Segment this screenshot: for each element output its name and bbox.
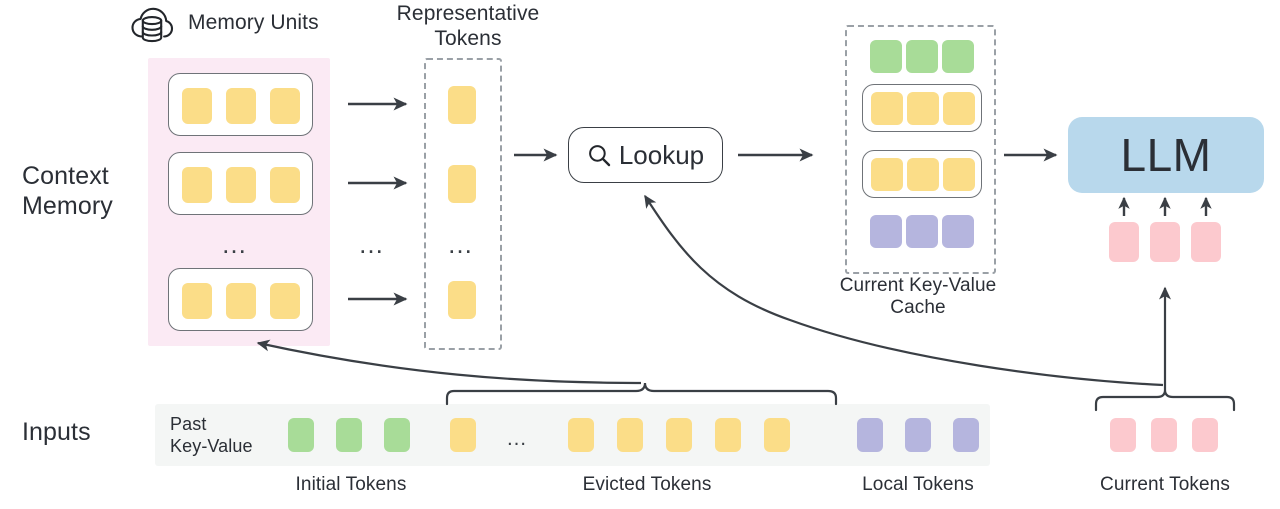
input-token-green-3 (384, 418, 410, 452)
representative-token-1 (448, 86, 476, 124)
token-chip (182, 88, 212, 124)
caption-evicted-tokens: Evicted Tokens (582, 474, 712, 495)
heading-representative-tokens: Representative Tokens (396, 2, 540, 50)
memory-unit-2[interactable] (168, 152, 313, 215)
representative-token-2 (448, 165, 476, 203)
current-token-1 (1110, 418, 1136, 452)
heading-memory-units: Memory Units (188, 11, 319, 34)
representative-token-3 (448, 281, 476, 319)
memory-unit-3[interactable] (168, 268, 313, 331)
kv-token-yellow (943, 158, 975, 191)
representative-tokens-ellipsis: … (447, 229, 476, 259)
row-title-inputs: Inputs (22, 418, 91, 446)
input-token-yellow-6 (764, 418, 790, 452)
token-chip (270, 167, 300, 203)
llm-input-token-1 (1109, 222, 1139, 262)
input-token-purple-1 (857, 418, 883, 452)
input-strip-ellipsis: … (506, 427, 529, 450)
input-token-green-2 (336, 418, 362, 452)
input-token-purple-3 (953, 418, 979, 452)
memory-units-ellipsis: … (221, 229, 250, 259)
current-token-2 (1151, 418, 1177, 452)
caption-local-tokens: Local Tokens (862, 474, 974, 495)
memory-unit-1[interactable] (168, 73, 313, 136)
token-chip (182, 167, 212, 203)
token-chip (226, 167, 256, 203)
input-token-purple-2 (905, 418, 931, 452)
current-token-3 (1192, 418, 1218, 452)
kv-retrieved-unit-1 (862, 84, 982, 132)
input-token-yellow-3 (617, 418, 643, 452)
kv-token-purple (870, 215, 902, 248)
kv-token-yellow (907, 92, 939, 125)
search-icon (587, 143, 612, 168)
kv-token-yellow (871, 92, 903, 125)
kv-token-green (942, 40, 974, 73)
caption-initial-tokens: Initial Tokens (295, 474, 407, 495)
lookup-label: Lookup (618, 139, 705, 170)
brace-evicted-tokens (445, 382, 838, 406)
token-chip (270, 88, 300, 124)
token-chip (182, 283, 212, 319)
token-chip (270, 283, 300, 319)
lookup-button[interactable]: Lookup (568, 127, 723, 183)
kv-token-yellow (907, 158, 939, 191)
input-token-yellow-4 (666, 418, 692, 452)
llm-input-token-3 (1191, 222, 1221, 262)
caption-current-kv-cache: Current Key-Value Cache (839, 275, 997, 319)
token-chip (226, 88, 256, 124)
llm-input-token-2 (1150, 222, 1180, 262)
input-strip-row-label: Past Key-Value (170, 414, 253, 456)
kv-token-green (870, 40, 902, 73)
input-token-green-1 (288, 418, 314, 452)
llm-box[interactable]: LLM (1068, 117, 1264, 193)
kv-token-yellow (871, 158, 903, 191)
input-token-yellow-1 (450, 418, 476, 452)
caption-current-tokens: Current Tokens (1100, 474, 1230, 495)
input-token-yellow-2 (568, 418, 594, 452)
token-chip (226, 283, 256, 319)
llm-label: LLM (1120, 129, 1212, 181)
kv-token-green (906, 40, 938, 73)
kv-token-purple (942, 215, 974, 248)
kv-token-purple (906, 215, 938, 248)
arrow-column-ellipsis: … (358, 229, 387, 259)
brace-current-tokens (1094, 389, 1236, 412)
cloud-database-icon (130, 4, 174, 46)
kv-token-yellow (943, 92, 975, 125)
kv-retrieved-unit-2 (862, 150, 982, 198)
row-title-context-memory: Context Memory (22, 162, 113, 220)
input-token-yellow-5 (715, 418, 741, 452)
